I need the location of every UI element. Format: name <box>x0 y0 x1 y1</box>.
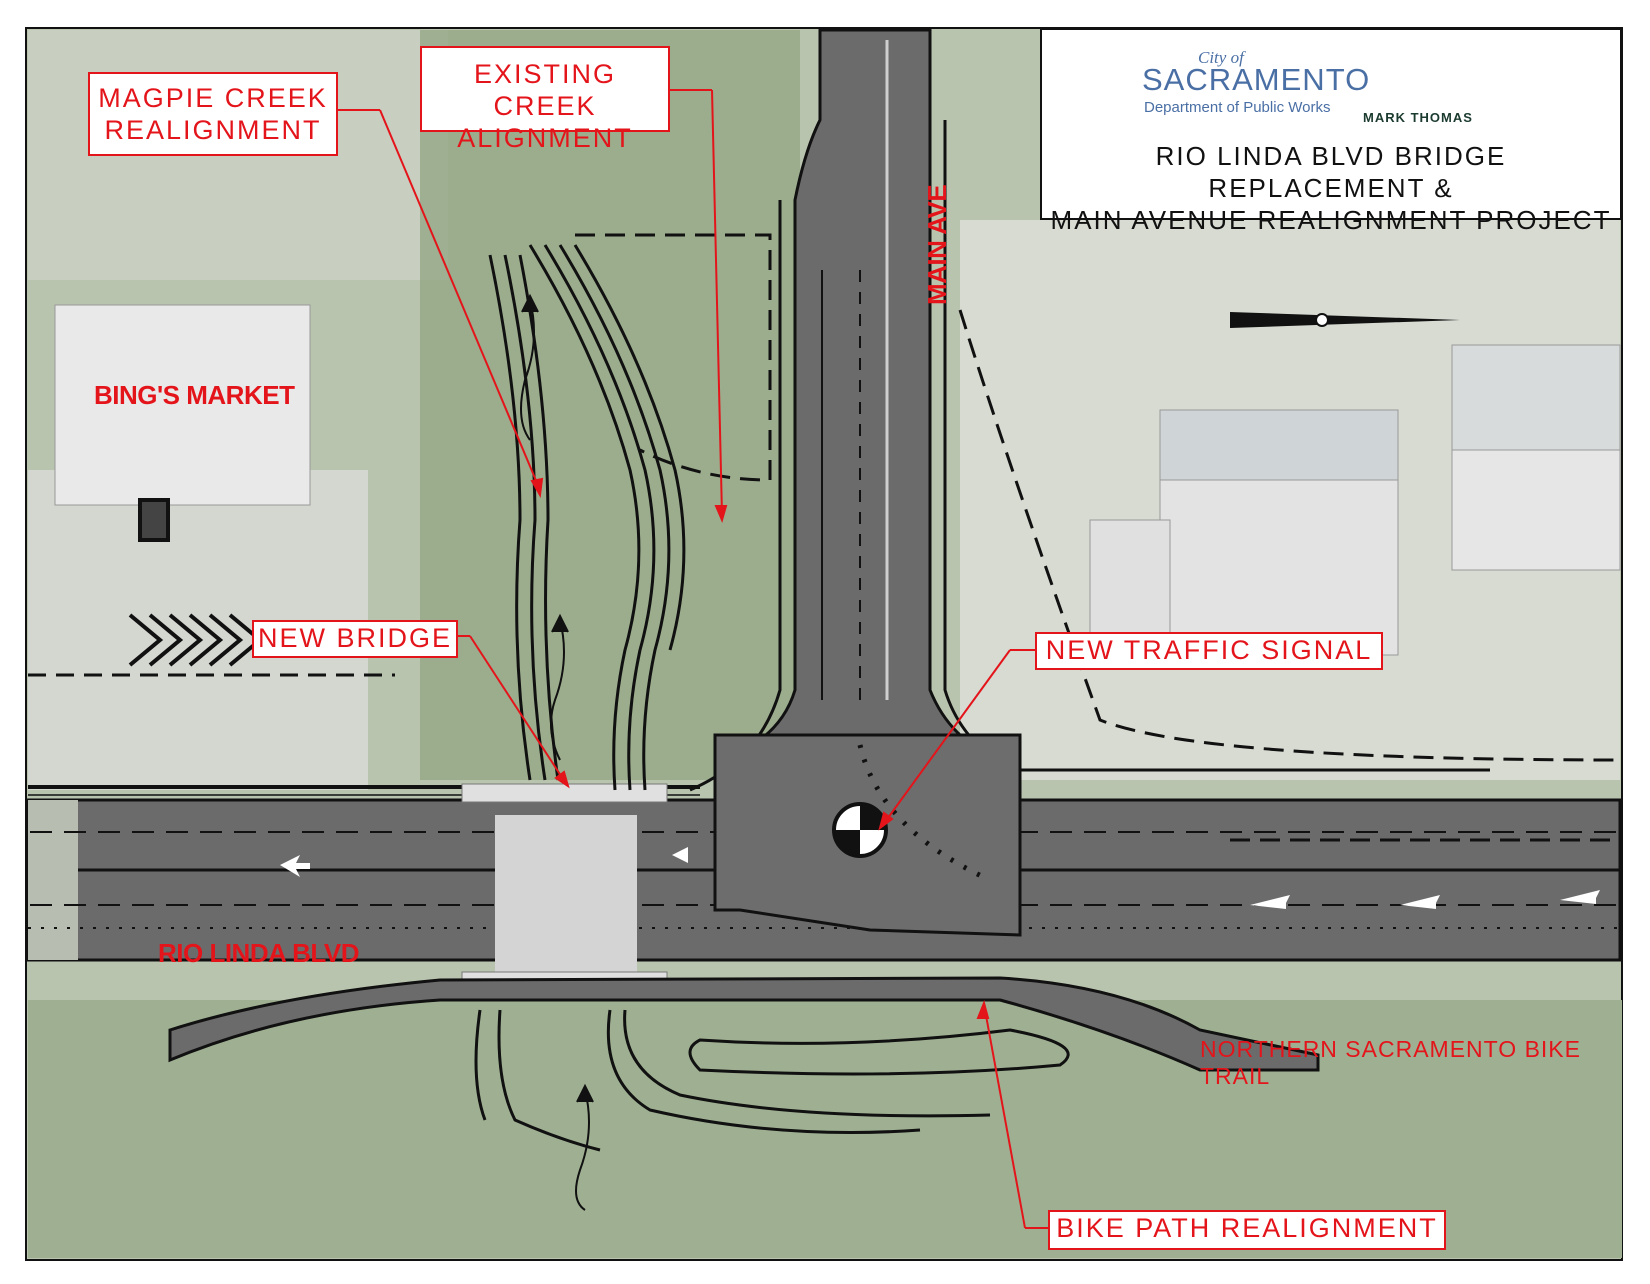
bike-path <box>168 976 1320 1072</box>
right-of-way-lines <box>575 233 1621 842</box>
label-bike-trail: NORTHERN SACRAMENTO BIKE TRAIL <box>1200 1036 1581 1089</box>
label-rio-linda-blvd: RIO LINDA BLVD <box>158 938 360 968</box>
callout-existing-creek: EXISTING CREEK ALIGNMENT <box>420 46 670 153</box>
callout-magpie-creek: MAGPIE CREEK REALIGNMENT <box>88 72 338 156</box>
label-main-ave: MAIN AVE <box>922 184 952 305</box>
callout-leaders <box>338 89 1048 1229</box>
callout-existing-line2: ALIGNMENT <box>457 123 633 153</box>
north-arrow-icon <box>1230 312 1460 328</box>
pavement-arrows <box>280 847 1600 909</box>
parking-stalls <box>128 498 264 667</box>
callout-magpie-line2: REALIGNMENT <box>104 115 322 145</box>
callout-new-bridge: NEW BRIDGE <box>252 620 458 658</box>
callout-new-traffic-signal: NEW TRAFFIC SIGNAL <box>1035 632 1383 670</box>
signal-pole-arc <box>857 744 992 883</box>
title-block <box>1040 28 1622 220</box>
label-bings-market: BING'S MARKET <box>94 380 295 410</box>
project-title: RIO LINDA BLVD BRIDGE REPLACEMENT & MAIN… <box>1046 140 1616 236</box>
buildings <box>54 304 1621 661</box>
city-name: SACRAMENTO <box>1142 62 1371 97</box>
traffic-signal-icon <box>832 802 888 858</box>
city-of-label: City of <box>1198 48 1244 67</box>
project-title-line2: MAIN AVENUE REALIGNMENT PROJECT <box>1050 205 1612 235</box>
project-title-line1: RIO LINDA BLVD BRIDGE REPLACEMENT & <box>1155 141 1507 203</box>
creek-contours <box>474 244 1070 1152</box>
department-name: Department of Public Works <box>1144 99 1331 116</box>
callout-bike-path: BIKE PATH REALIGNMENT <box>1048 1210 1446 1250</box>
callout-existing-line1: EXISTING CREEK <box>473 59 617 121</box>
firm-name: MARK THOMAS <box>1363 110 1473 125</box>
callout-magpie-line1: MAGPIE CREEK <box>98 83 328 113</box>
flow-arrows <box>520 293 594 1211</box>
